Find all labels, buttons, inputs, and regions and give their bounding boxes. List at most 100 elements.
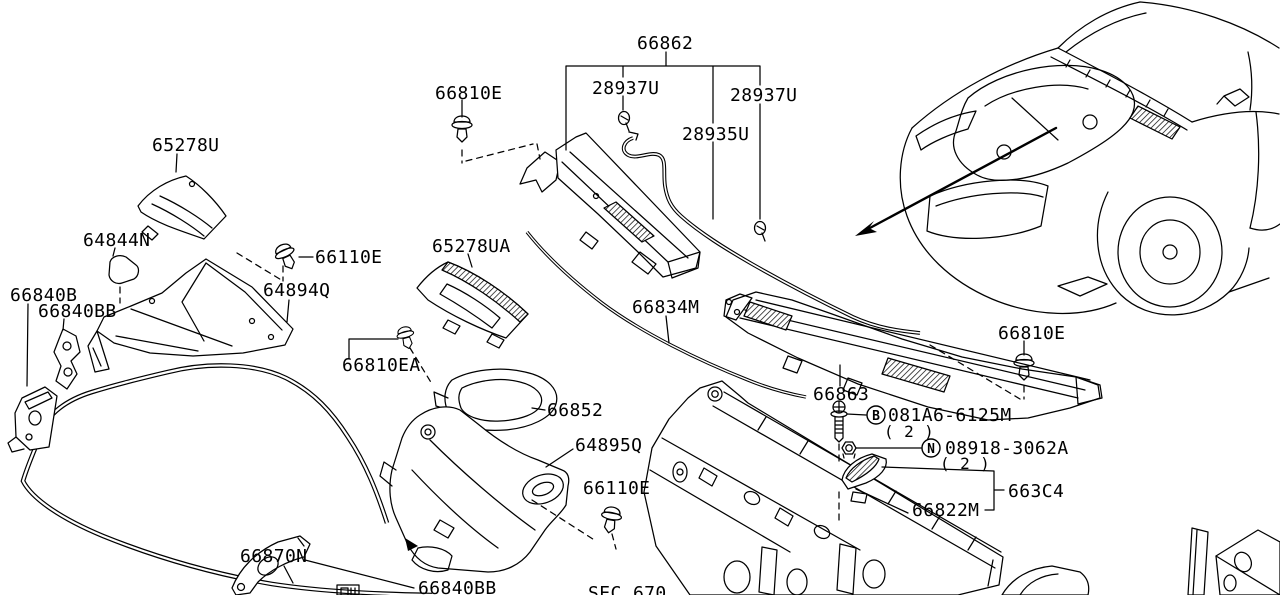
label-66862[interactable]: 66862 xyxy=(637,33,693,54)
dash-vslot2 xyxy=(836,543,857,595)
label-64894q[interactable]: 64894Q xyxy=(263,280,330,301)
part-bracket-66822m xyxy=(841,453,887,504)
label-65278u[interactable]: 65278U xyxy=(152,135,219,156)
b40-hole1 xyxy=(28,410,42,426)
label-bolt-qty: ( 2 ) xyxy=(884,422,934,441)
label-28937u-left[interactable]: 28937U xyxy=(592,78,659,99)
leader-66822m xyxy=(855,488,909,514)
dash-right-edge-line xyxy=(987,559,994,587)
bolt-081a6-icon xyxy=(830,400,848,443)
label-64895q[interactable]: 64895Q xyxy=(575,435,642,456)
car-b-pillar xyxy=(1247,51,1253,111)
label-66863[interactable]: 66863 xyxy=(813,384,869,405)
leader-66840bb-bottom xyxy=(304,559,415,589)
dash-66810e-top xyxy=(461,143,541,164)
label-66822m[interactable]: 66822M xyxy=(912,500,979,521)
label-66852[interactable]: 66852 xyxy=(547,400,603,421)
leader-66810ea xyxy=(348,338,399,359)
car-pillar-inner xyxy=(1065,12,1147,53)
label-66110e-bottom[interactable]: 66110E xyxy=(583,478,650,499)
dash-big-hole3 xyxy=(862,559,886,589)
structure-bottom-right xyxy=(1001,527,1280,595)
cowl-rh-tab2 xyxy=(842,377,863,396)
leader-64844n xyxy=(112,247,116,257)
view-reference-box xyxy=(336,584,360,595)
hose-end-nozzle xyxy=(628,131,639,141)
side94-hole3 xyxy=(267,333,275,341)
dash-ring2-inner xyxy=(676,468,684,476)
label-66870n[interactable]: 66870N xyxy=(240,546,307,567)
label-66840b[interactable]: 66840B xyxy=(10,285,77,306)
part-cowl-top-grille-66863 xyxy=(723,291,1103,421)
insulator-body xyxy=(108,255,140,285)
grommet-28937u-right-icon xyxy=(753,220,767,242)
finisher-inner xyxy=(458,378,543,422)
label-66840bb-bottom[interactable]: 66840BB xyxy=(418,578,497,595)
hose-inner xyxy=(622,137,921,334)
side94-crease2 xyxy=(130,308,233,347)
side95-bottom-flange xyxy=(411,546,453,573)
part-cowl-top-grille-66862 xyxy=(519,132,701,279)
label-66840bb-top[interactable]: 66840BB xyxy=(38,301,117,322)
label-28935u[interactable]: 28935U xyxy=(682,124,749,145)
clip-66810e-top-icon xyxy=(451,115,473,143)
pillar-base-piece xyxy=(1001,565,1090,595)
cowl-rh-tab1 xyxy=(782,355,803,374)
nut-08918-icon xyxy=(841,441,857,459)
dash-ring-outer xyxy=(707,386,723,402)
car-cowl-hatched-area xyxy=(1129,105,1181,140)
part-cover-65278u xyxy=(137,175,227,241)
leader-66870n xyxy=(283,565,294,584)
label-081a6-6125m[interactable]: 081A6-6125M xyxy=(888,405,1012,426)
corner-plate xyxy=(1215,529,1280,595)
side95-left-arm xyxy=(379,461,397,487)
label-66810e-top[interactable]: 66810E xyxy=(435,83,502,104)
label-66810e-right[interactable]: 66810E xyxy=(998,323,1065,344)
cowl-lh-tab2 xyxy=(631,251,657,275)
car-grille-inner xyxy=(935,192,1044,207)
leader-bolt xyxy=(846,413,867,416)
label-66834m[interactable]: 66834M xyxy=(632,297,699,318)
label-nut-mark: N xyxy=(927,442,935,457)
label-section-ref[interactable]: SEC.670 xyxy=(588,583,667,595)
label-28937u-right[interactable]: 28937U xyxy=(730,85,797,106)
leader-66862-bracket xyxy=(565,51,761,220)
leader-lines xyxy=(26,51,1025,589)
car-beltline xyxy=(1191,111,1280,123)
cover-u-hole xyxy=(188,180,196,188)
dash-crease2 xyxy=(649,469,791,553)
clip-66810e-right-icon xyxy=(1013,353,1035,381)
side95-ring-outer xyxy=(420,424,436,440)
label-64844n[interactable]: 64844N xyxy=(83,230,150,251)
car-bay-brace xyxy=(1011,97,1059,141)
cover-ua-slot xyxy=(439,283,501,329)
part-cover-65278ua xyxy=(416,261,529,349)
side94-crease1 xyxy=(181,262,207,342)
bb-top-hole2 xyxy=(63,367,73,377)
label-66110e-top[interactable]: 66110E xyxy=(315,247,382,268)
leader-65278u xyxy=(175,153,178,173)
car-rim xyxy=(1139,219,1201,285)
car-engine-bay-opening xyxy=(952,64,1135,181)
label-65278ua[interactable]: 65278UA xyxy=(432,236,511,257)
b22-hatch xyxy=(845,455,880,483)
car-grille xyxy=(926,179,1049,239)
weatherstrip-inner xyxy=(21,364,433,595)
dash-66110e-bottom xyxy=(531,499,617,550)
car-door-line xyxy=(1249,111,1260,229)
bb-bot-body xyxy=(231,535,311,595)
leader-66840bb-top xyxy=(62,318,65,331)
dash-hole2 xyxy=(813,524,831,540)
corner-plate-hole1 xyxy=(1233,551,1253,573)
label-08918-3062a[interactable]: 08918-3062A xyxy=(945,438,1069,459)
cover-ua-hatch-band xyxy=(441,261,529,323)
label-663c4[interactable]: 663C4 xyxy=(1008,481,1064,502)
location-arrow-shaft xyxy=(866,126,1058,231)
car-wheel-arch xyxy=(1096,191,1250,316)
label-66810ea[interactable]: 66810EA xyxy=(342,355,421,376)
b40-fold xyxy=(24,391,53,410)
part-bracket-66840b xyxy=(7,386,58,453)
side95-slot xyxy=(433,519,455,539)
car-mirror xyxy=(1216,88,1250,107)
